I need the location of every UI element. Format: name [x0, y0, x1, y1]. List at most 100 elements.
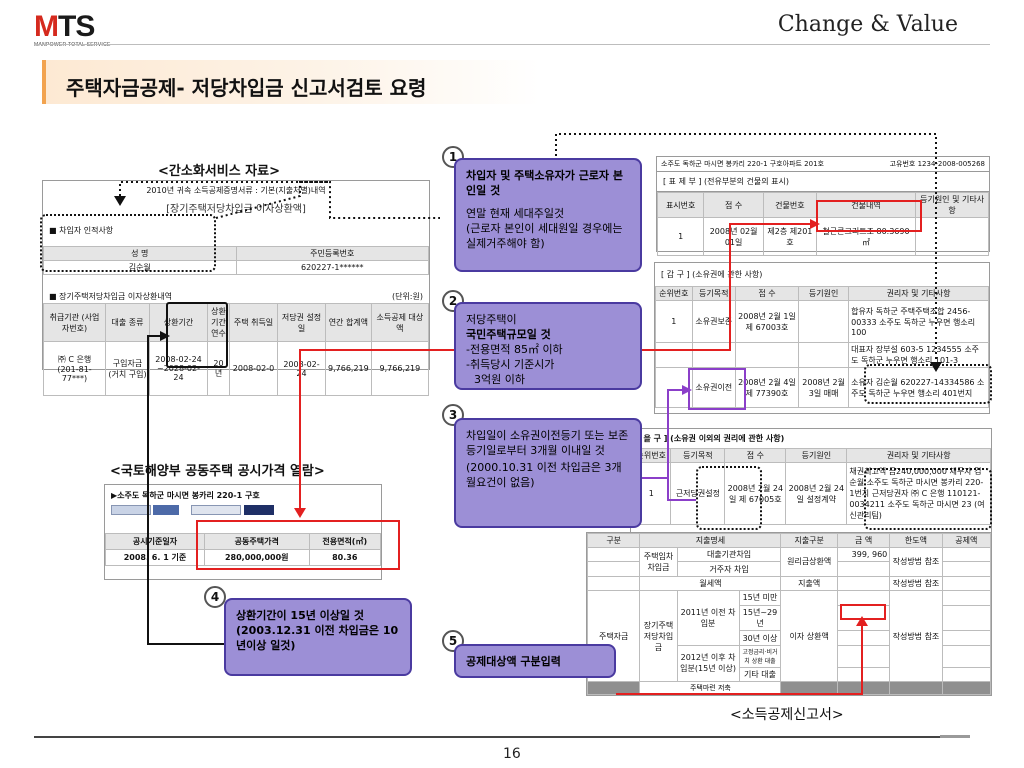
person-id: 620227-1******: [235, 260, 429, 275]
footer-accent: [940, 735, 970, 738]
tax-amount[interactable]: 399, 960: [836, 546, 891, 563]
loan-header: 저당권 설정일: [277, 303, 326, 342]
arrow-right-period: [160, 331, 170, 341]
callout-4: 상환기간이 15년 이상일 것 (2003.12.31 이전 차입금은 10년이…: [224, 598, 412, 676]
tax-amount[interactable]: [836, 561, 891, 577]
doc2-select[interactable]: [191, 505, 242, 515]
gap-header: 순위번호: [655, 286, 693, 301]
tax-header: 한도액: [889, 533, 943, 548]
callout-4-line: (2003.12.31 이전 차입금은 10년이상 일것): [236, 624, 399, 652]
header-divider: [34, 44, 990, 45]
tax-cell: 작성방법 참조: [889, 575, 943, 592]
logo-text: MTS: [34, 10, 95, 43]
doc1-section2: ■ 장기주택저당차입금 이자상환내역: [49, 292, 173, 301]
pyo-header: 등기원인 및 기타사항: [915, 192, 989, 218]
pyo-title: [ 표 제 부 ] (전유부분의 건물의 표시): [657, 171, 989, 192]
tax-header: 공제액: [941, 533, 992, 548]
arrow-right-transfer: [682, 385, 692, 395]
doc2-selectors: [111, 505, 381, 523]
callout-3-line: 차입일이 소유권이전등기 또는 보존등기일로부터 3개월 이내일 것: [466, 429, 629, 457]
tax-amount-target[interactable]: [836, 630, 891, 646]
gap-cell: 대표자 장부설 603-5 1234555 소주도 독하군 누우면 행소리 10…: [848, 342, 989, 368]
loan-header: 상환 기간 연수: [207, 303, 230, 342]
connector-4-black: [147, 335, 226, 645]
arrow-right-area: [810, 219, 820, 229]
loan-header: 취급기관 (사업자번호): [43, 303, 106, 342]
tax-cell: 30년 이상: [738, 630, 782, 646]
loan-cell: 20년: [207, 341, 230, 396]
gap-cell: 2008년 2월 1일 제 67003호: [734, 300, 800, 343]
pyo-header: 건물번호: [762, 192, 817, 218]
loan-header: 대출 종류: [105, 303, 150, 342]
arrow-down-person: [114, 196, 126, 206]
pyo-header: 건물내역: [815, 192, 917, 218]
doc1-caption: <간소화서비스 자료>: [158, 164, 280, 179]
gap-cell: 소유권이전: [691, 367, 736, 408]
callout-3-line: (2000.10.31 이전 차입금은 3개월요건이 없음): [466, 461, 622, 489]
arrow-up-tax: [856, 616, 868, 626]
connector-5-red: [616, 622, 863, 695]
person-highlight: [40, 214, 216, 272]
tax-deduction-form: 구분 지출명세 지출구분 금 액 한도액 공제액 주택임차차입금 대출기관차입 …: [586, 532, 992, 696]
tax-cell: 이자 상환액: [780, 590, 838, 682]
eul-cell: 2008년 2월 24일 제 67005호: [724, 462, 787, 525]
connector-1-dotted: [215, 181, 440, 219]
callout-2-line: 3억원 이하: [474, 373, 525, 386]
tax-header: 지출명세: [639, 533, 782, 548]
registry-id: 고유번호 1234-2008-005268: [889, 160, 985, 168]
page-title: 주택자금공제- 저당차입금 신고서검토 요령: [66, 76, 427, 100]
doc2-address: ▶소주도 독하군 마시면 봉카리 220-1 구호: [111, 491, 260, 500]
tax-cell: 15년~29년: [738, 604, 782, 632]
eul-header: 권리자 및 기타사항: [846, 448, 991, 463]
callout-2-line: 저당주택이: [466, 313, 517, 326]
callout-2-line: 국민주택규모일 것: [466, 328, 551, 341]
callout-3: 차입일이 소유권이전등기 또는 보존등기일로부터 3개월 이내일 것 (2000…: [454, 418, 642, 528]
page-number: 16: [503, 746, 521, 762]
callout-2-line: -전용면적 85㎡ 이하: [466, 343, 563, 356]
callout-1-line: 연말 현재 세대주일것: [466, 207, 565, 220]
connector-2b-red: [299, 349, 454, 510]
doc1-unit: (단위:원): [391, 292, 423, 301]
gap-cell: 1: [655, 300, 693, 343]
tagline: Change & Value: [777, 12, 958, 37]
company-logo: MTS MANPOWER TOTAL SERVICE: [34, 10, 111, 49]
loan-cell: 2008-02-0: [229, 341, 278, 396]
connector-1b-dotted: [119, 181, 330, 196]
tax-cell: 지출액: [780, 575, 838, 592]
tax-cell: 원리금상환액: [780, 547, 838, 577]
tax-table: 구분 지출명세 지출구분 금 액 한도액 공제액 주택임차차입금 대출기관차입 …: [586, 533, 992, 695]
doc2-select[interactable]: [111, 505, 151, 515]
tax-amount[interactable]: [836, 666, 891, 683]
loan-header: 소득공제 대상액: [370, 303, 430, 342]
eul-table: 순위번호 등기목적 접 수 등기원인 권리자 및 기타사항 1 근저당권설정 2…: [630, 448, 991, 525]
callout-5-line: 공제대상액 구분입력: [466, 655, 561, 668]
area-highlight: [816, 200, 922, 232]
price-highlight: [196, 520, 400, 570]
loan-cell: 구입자금 (거치 구입): [105, 341, 150, 396]
doc1-top-line: 2010년 귀속 소득공제증명서류 : 기본(지출처별)내역: [146, 186, 326, 195]
eul-header: 등기원인: [785, 448, 848, 463]
public-price-doc: ▶소주도 독하군 마시면 봉카리 220-1 구호 공시기준일자 공동주택가격 …: [104, 484, 382, 580]
doc2-view-button[interactable]: [243, 505, 274, 515]
tax-cell: 거주자 차입: [676, 561, 782, 577]
doc2-search-button[interactable]: [153, 505, 180, 515]
footer-divider: [34, 736, 968, 738]
eul-header: 접 수: [724, 448, 787, 463]
gap-cell: 소유권보존: [691, 300, 736, 343]
callout-2-line: -취득당시 기준시가: [466, 358, 555, 371]
tax-cell: 작성방법 참조: [889, 590, 943, 682]
doc1-subtitle: [장기주택저당차입금 이자상환액]: [166, 204, 306, 215]
tax-header: 구분: [586, 533, 641, 548]
tax-header: 지출구분: [780, 533, 838, 548]
person-header-name: 성 명: [43, 246, 237, 261]
eul-title: [ 을 구 ] (소유권 이외의 권리에 관한 사항): [637, 434, 785, 443]
connector-3-purple: [640, 389, 688, 479]
registry-address: 소주도 독하군 마시면 봉카리 220-1 구호아파트 201호: [661, 160, 824, 168]
callout-5: 공제대상액 구분입력: [454, 644, 616, 678]
callout-4-line: 상환기간이 15년 이상일 것: [236, 609, 364, 622]
person-table: 성 명 주민등록번호 김순월 620227-1******: [43, 246, 429, 275]
doc2-caption: <국토해양부 공동주택 공시가격 열람>: [110, 464, 325, 479]
connector-1c-dotted: [555, 133, 937, 364]
gap-title: [ 갑 구 ] (소유권에 관한 사항): [661, 270, 763, 279]
eul-cell: 2008년 2월 24일 설정계약: [785, 462, 848, 525]
